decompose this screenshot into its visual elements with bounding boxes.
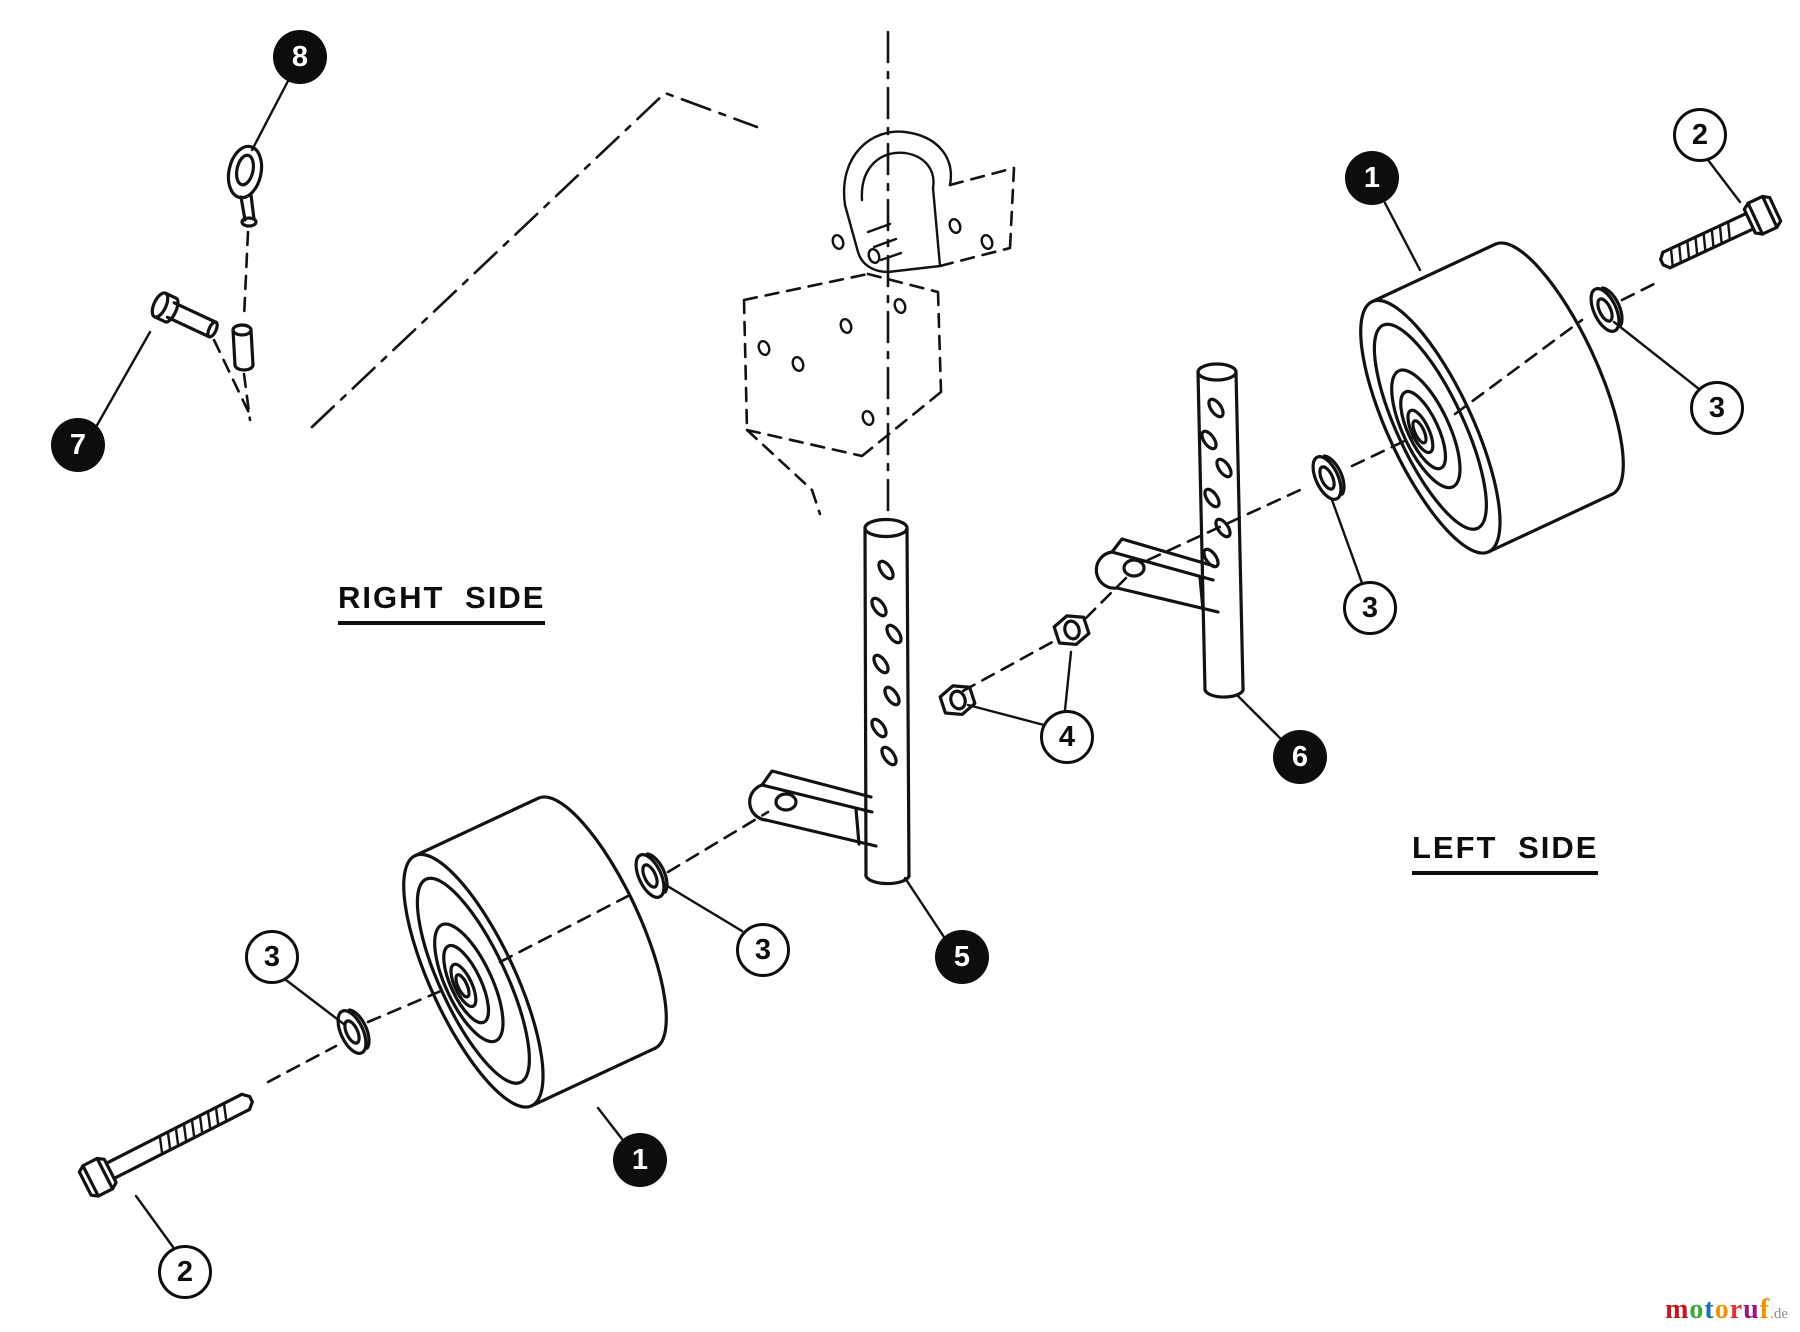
clip-axis-dashes xyxy=(242,230,252,422)
callout-8: 8 xyxy=(273,30,327,84)
callout-2-upper: 2 xyxy=(1673,108,1727,162)
hex-nut-b xyxy=(1050,609,1093,651)
logo-letter: o xyxy=(1714,1294,1730,1325)
pin-axis-dashes xyxy=(212,338,252,417)
callout-3-lower-left: 3 xyxy=(245,930,299,984)
flat-washer-right-inner xyxy=(1305,449,1352,506)
diagonal-centerline xyxy=(310,91,759,429)
callout-4: 4 xyxy=(1040,710,1094,764)
hex-bolt-right xyxy=(77,1092,254,1198)
logo-suffix: .de xyxy=(1770,1306,1788,1322)
callout-7: 7 xyxy=(51,418,105,472)
wheel-bracket-left xyxy=(1094,362,1245,699)
logo-letter: t xyxy=(1704,1294,1715,1325)
logo-letter: f xyxy=(1759,1294,1771,1325)
flat-washer-lower-left xyxy=(330,1003,377,1060)
wheel-bracket-right xyxy=(748,517,911,886)
spacer-sleeve xyxy=(231,323,255,372)
logo-letter: o xyxy=(1689,1294,1705,1325)
callout-5: 5 xyxy=(935,930,989,984)
frame-phantom xyxy=(742,130,1016,516)
flat-washer-center xyxy=(628,847,675,904)
callout-3-upper-right: 3 xyxy=(1690,381,1744,435)
motoruf-logo[interactable]: motoruf.de xyxy=(1665,1294,1788,1326)
callout-1-right-side: 1 xyxy=(613,1133,667,1187)
callout-leader-lines xyxy=(94,79,1742,1249)
hex-bolt-left xyxy=(1659,194,1783,270)
gauge-wheel-left xyxy=(1332,224,1652,572)
logo-letter: r xyxy=(1729,1294,1744,1325)
callout-3-center: 3 xyxy=(736,923,790,977)
clevis-pin xyxy=(150,291,219,339)
logo-letter: m xyxy=(1665,1294,1690,1325)
callout-6: 6 xyxy=(1273,730,1327,784)
callout-3-right-inner: 3 xyxy=(1343,581,1397,635)
callout-1-left-side: 1 xyxy=(1345,151,1399,205)
logo-letter: u xyxy=(1743,1294,1760,1325)
callout-2-lower: 2 xyxy=(158,1245,212,1299)
assembly-axis-lines xyxy=(266,279,1662,1084)
right-side-label: RIGHT SIDE xyxy=(338,580,546,625)
retainer-clip xyxy=(226,144,264,228)
left-side-label: LEFT SIDE xyxy=(1412,830,1599,875)
gauge-wheel-right xyxy=(375,778,695,1126)
